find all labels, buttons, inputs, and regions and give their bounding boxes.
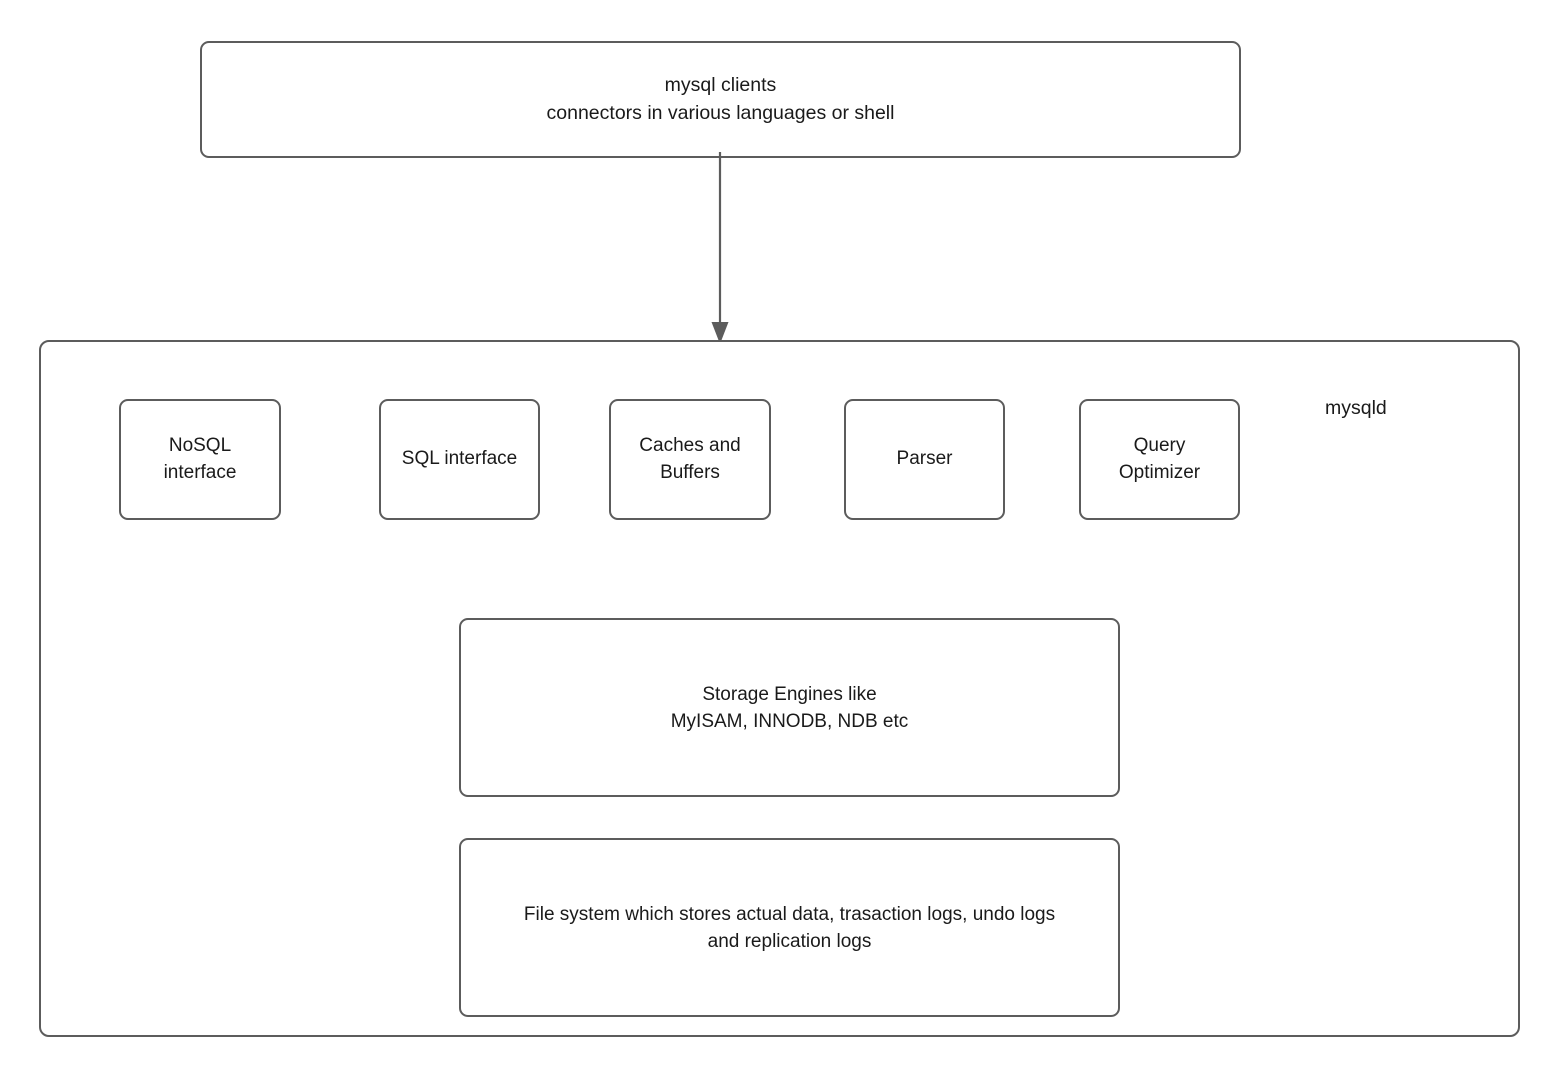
down-arrow-icon <box>690 152 750 348</box>
parser-box[interactable]: Parser <box>844 399 1005 520</box>
sql-interface-box[interactable]: SQL interface <box>379 399 540 520</box>
nosql-interface-box[interactable]: NoSQL interface <box>119 399 281 520</box>
mysql-clients-box[interactable]: mysql clients connectors in various lang… <box>200 41 1241 158</box>
caches-and-buffers-box[interactable]: Caches and Buffers <box>609 399 771 520</box>
storage-engines-box[interactable]: Storage Engines like MyISAM, INNODB, NDB… <box>459 618 1120 797</box>
down-arrow-svg <box>711 152 729 344</box>
query-optimizer-box[interactable]: Query Optimizer <box>1079 399 1240 520</box>
mysqld-label: mysqld <box>1325 397 1387 419</box>
file-system-box[interactable]: File system which stores actual data, tr… <box>459 838 1120 1017</box>
